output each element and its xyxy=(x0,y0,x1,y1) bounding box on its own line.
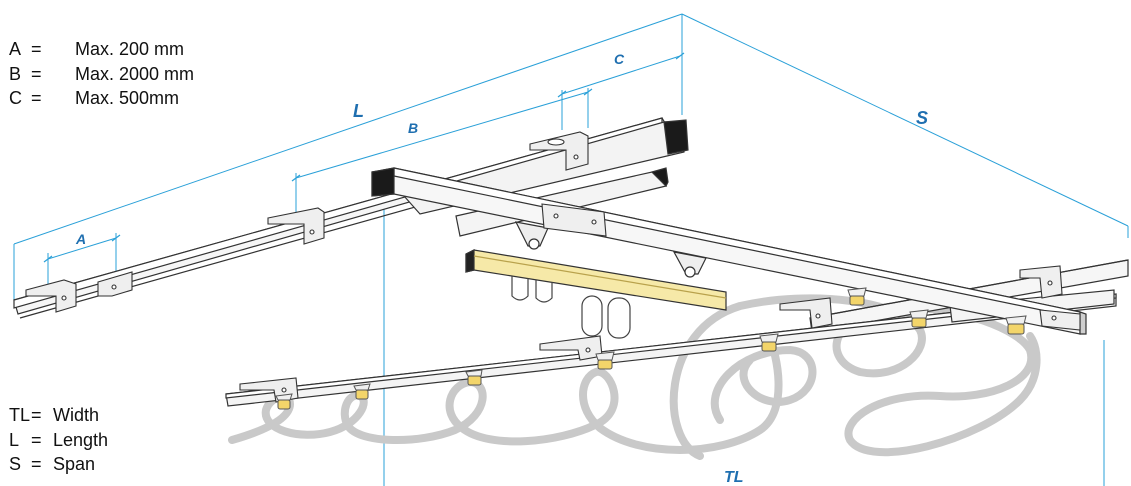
legend-value: Max. 500mm xyxy=(75,88,180,108)
festoon-track xyxy=(465,249,727,311)
legend-key: C xyxy=(9,88,22,108)
dim-label-s: S xyxy=(916,108,928,128)
dim-label-tl: TL xyxy=(724,469,744,486)
legend-row-l: L = Length xyxy=(9,428,108,453)
legend-bottom: TL = Width L = Length S = Span xyxy=(9,403,108,477)
legend-row-tl: TL = Width xyxy=(9,403,108,428)
legend-value: Span xyxy=(53,454,96,474)
legend-value: Length xyxy=(53,429,109,450)
front-runway-rail xyxy=(225,293,1117,407)
legend-top: A = Max. 200 mm B = Max. 2000 mm C = Max… xyxy=(9,37,194,111)
dim-label-b: B xyxy=(408,120,418,136)
dim-label-a: A xyxy=(75,231,86,247)
clamp-hangers xyxy=(275,287,1027,401)
legend-row-c: C = Max. 500mm xyxy=(9,86,194,111)
legend-key: TL xyxy=(9,405,31,425)
legend-key: S xyxy=(9,454,22,474)
legend-row-s: S = Span xyxy=(9,452,108,477)
legend-row-a: A = Max. 200 mm xyxy=(9,37,194,62)
dim-label-c: C xyxy=(614,51,625,67)
dimension-ticks xyxy=(43,52,685,263)
legend-equals: = xyxy=(31,88,42,108)
mounting-brackets xyxy=(25,131,1081,403)
legend-key: A xyxy=(9,39,22,59)
trolley-cylinders xyxy=(511,276,631,339)
legend-equals: = xyxy=(31,429,42,450)
legend-value: Max. 200 mm xyxy=(75,39,185,59)
bridge-hangers xyxy=(514,221,707,278)
legend-value: Max. 2000 mm xyxy=(75,63,195,84)
legend-equals: = xyxy=(31,39,42,59)
legend-value: Width xyxy=(53,405,100,425)
legend-equals: = xyxy=(31,63,42,84)
legend-key: B xyxy=(9,63,22,84)
legend-row-b: B = Max. 2000 mm xyxy=(9,62,194,87)
dim-label-l: L xyxy=(353,101,364,121)
legend-equals: = xyxy=(31,454,42,474)
legend-key: L xyxy=(9,429,20,450)
legend-equals: = xyxy=(31,405,42,425)
